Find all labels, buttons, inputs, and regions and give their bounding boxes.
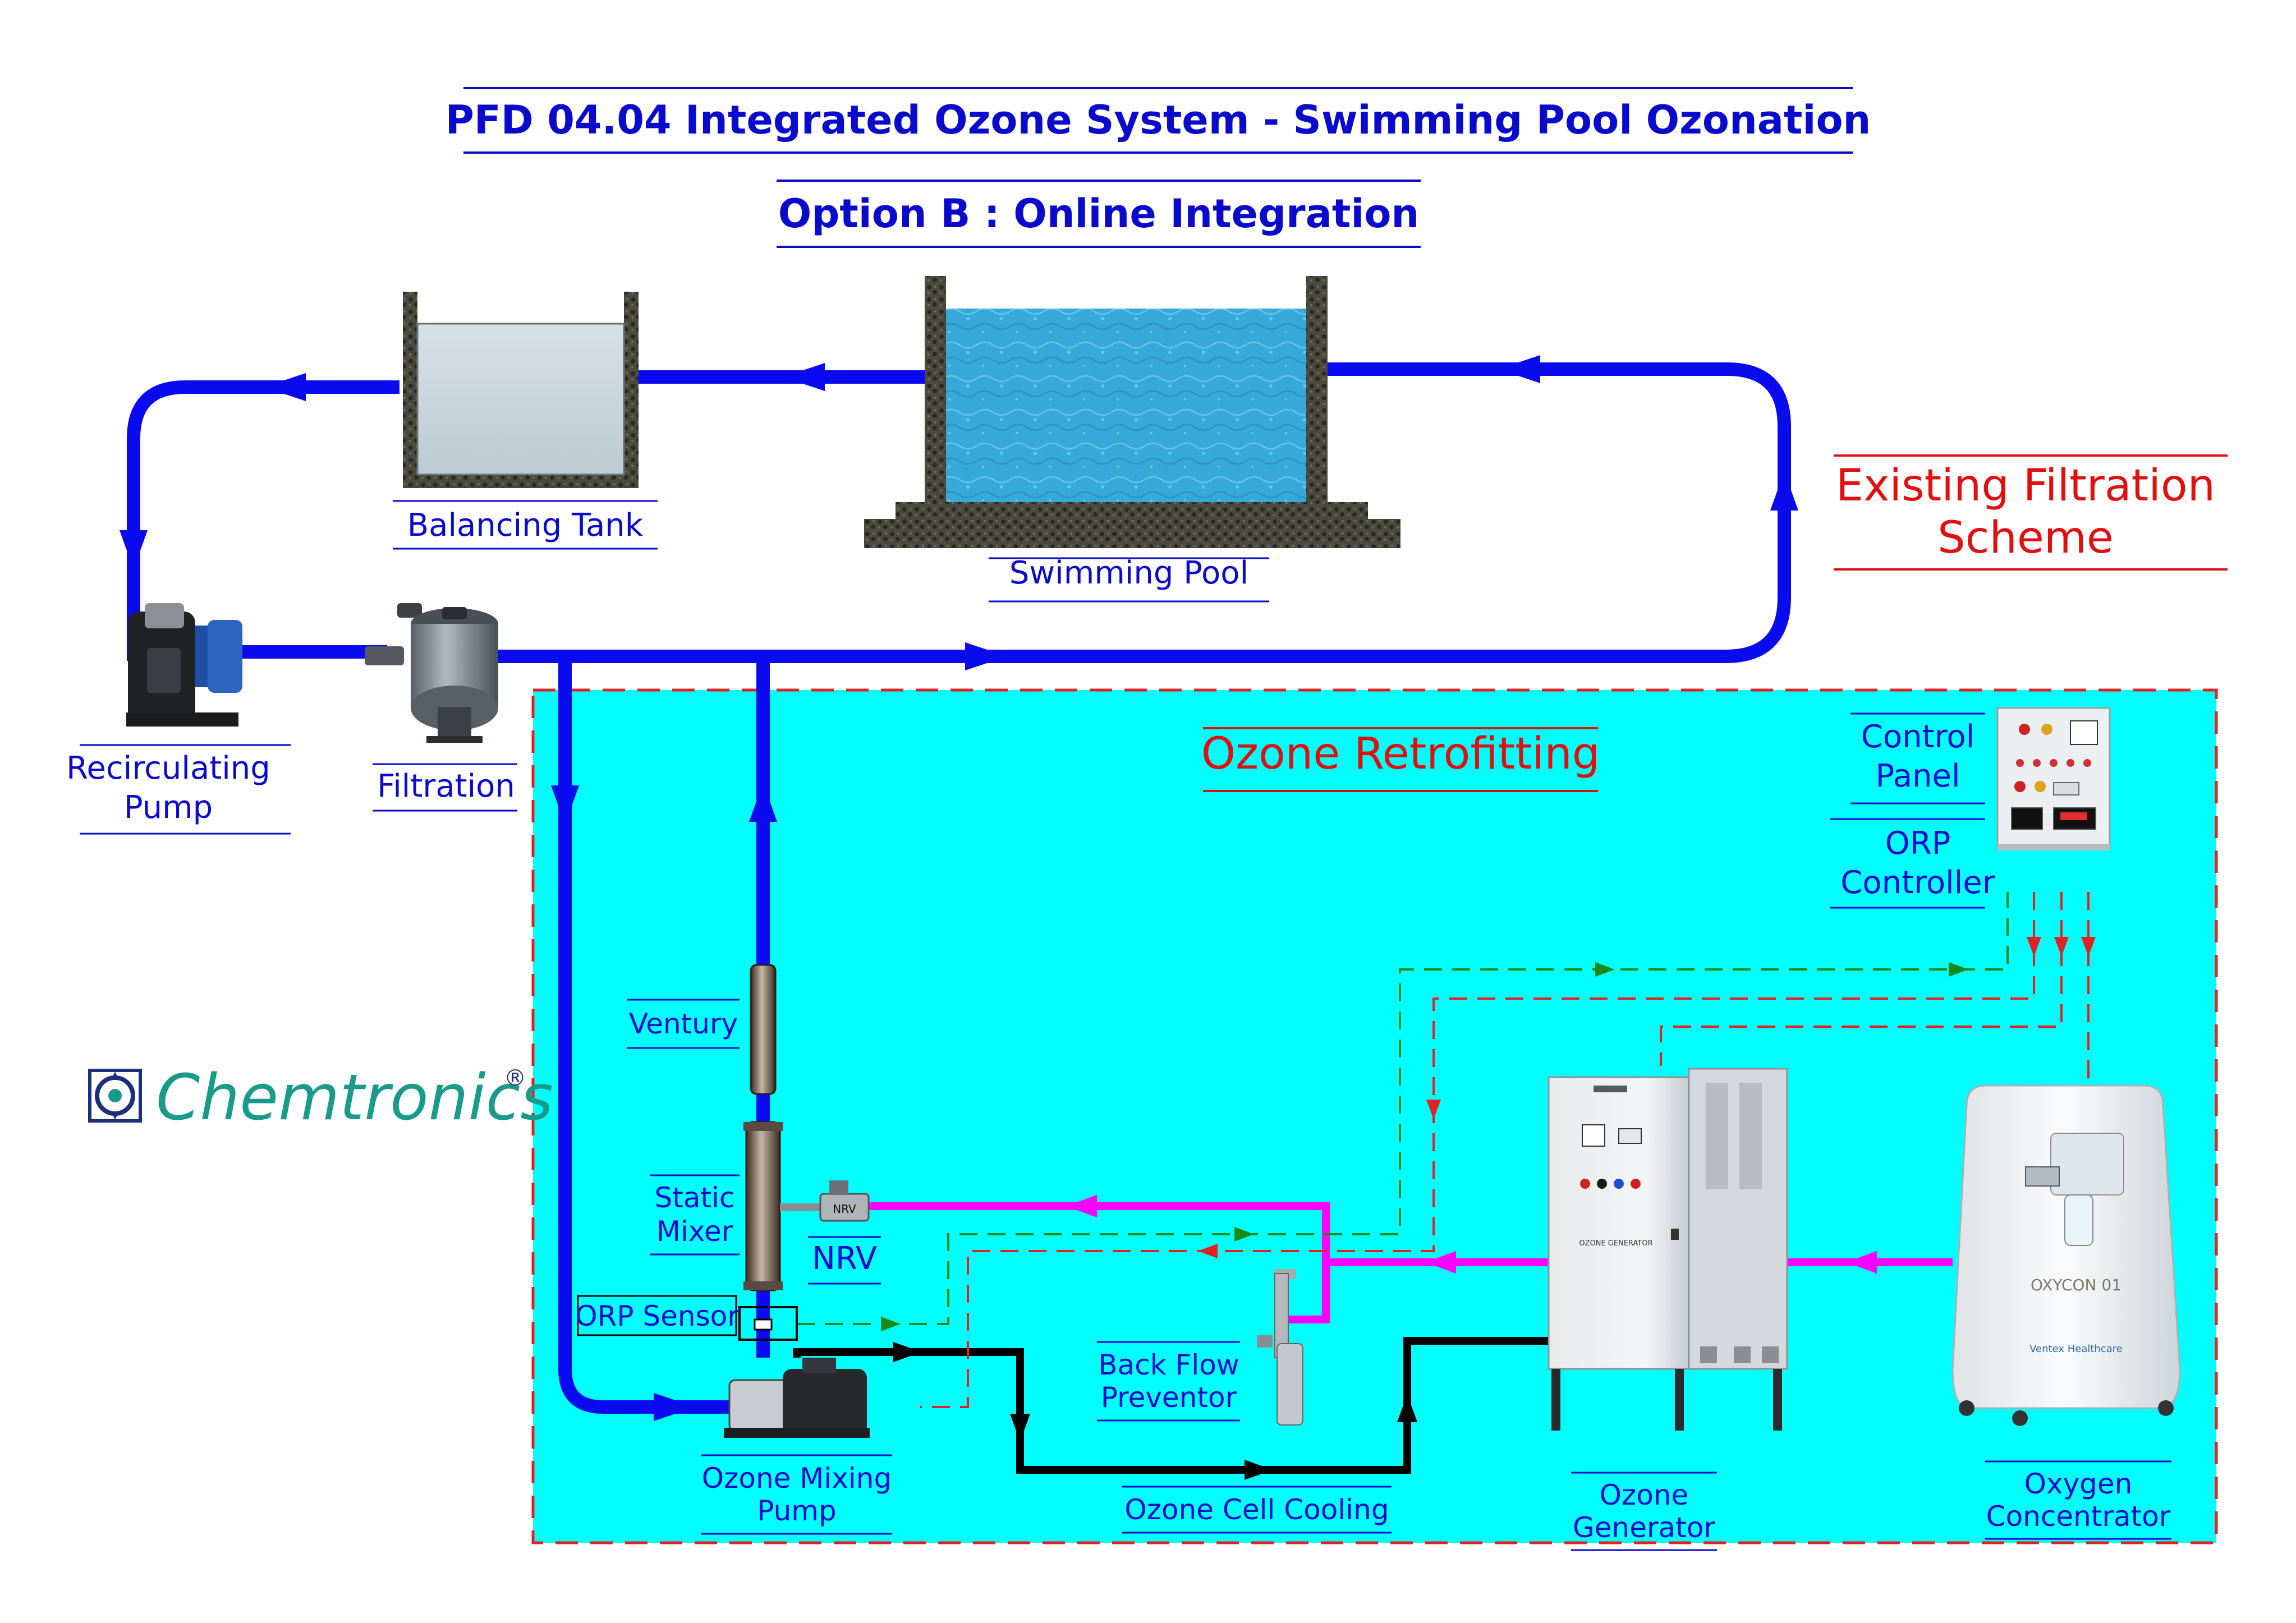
arrow-down-icon: [1010, 1414, 1030, 1442]
control-panel: [1996, 707, 2111, 850]
static-mixer: [743, 1121, 783, 1291]
sand-filter: [365, 603, 498, 743]
filtration-label: Filtration: [377, 768, 515, 804]
arrow-left-icon: [1425, 1251, 1456, 1273]
arrow-down-icon: [1426, 1100, 1441, 1119]
flow-arrows: [120, 355, 2096, 1480]
swimming-pool-label: Swimming Pool: [1009, 555, 1248, 591]
balancing-tank-label: Balancing Tank: [407, 507, 644, 544]
arrow-right-icon: [893, 1342, 921, 1362]
orp-sensor: [738, 1306, 798, 1341]
arrow-left-icon: [1066, 1195, 1097, 1217]
arrow-up-icon: [1770, 471, 1798, 511]
control-panel-label-line2: Panel: [1875, 758, 1960, 794]
static-mixer-label-line2: Mixer: [656, 1215, 733, 1248]
back-flow-preventor-label-line2: Preventor: [1101, 1381, 1237, 1414]
back-flow-preventor: [1257, 1269, 1303, 1426]
chemtronics-logo-icon: [88, 1069, 142, 1123]
ozone-generator: OZONE GENERATOR: [1547, 1068, 1788, 1431]
existing-water-loop: [127, 362, 1791, 663]
orp-sensor-label: ORP Sensor: [575, 1300, 739, 1332]
ventury-label: Ventury: [629, 1008, 738, 1040]
arrow-down-icon: [551, 785, 579, 825]
arrow-down-icon: [2054, 937, 2069, 957]
orp-controller-label-line1: ORP: [1885, 825, 1951, 862]
arrow-right-icon: [1595, 962, 1615, 977]
chemtronics-registered-mark: ®: [504, 1065, 526, 1091]
ozone-mixing-pump-label-line2: Pump: [757, 1495, 836, 1527]
arrow-left-icon: [783, 363, 825, 391]
title-block: PFD 04.04 Integrated Ozone System - Swim…: [446, 87, 1871, 248]
arrow-left-icon: [264, 373, 306, 401]
ozone-generator-label-line1: Ozone: [1600, 1479, 1689, 1511]
oxycon-brand-text: OXYCON 01: [2031, 1276, 2121, 1294]
oxygen-concentrator-label-line1: Oxygen: [2024, 1468, 2133, 1500]
nrv-valve: NRV: [780, 1180, 870, 1222]
recirculating-pump: [126, 603, 242, 727]
arrow-right-icon: [1949, 962, 1968, 977]
nrv-label: NRV: [812, 1240, 877, 1277]
ozone-retrofitting-label: Ozone Retrofitting: [1201, 729, 1600, 779]
ozone-cell-cooling-label: Ozone Cell Cooling: [1124, 1493, 1389, 1526]
oxygen-concentrator-label-line2: Concentrator: [1986, 1500, 2171, 1533]
control-panel-label-line1: Control: [1861, 719, 1974, 755]
arrow-right-icon: [965, 642, 1007, 670]
diagram-subtitle: Option B : Online Integration: [778, 191, 1420, 237]
svg-text:Chemtronics: Chemtronics: [156, 1061, 553, 1134]
arrow-left-icon: [1498, 355, 1540, 383]
oxygen-concentrator: OXYCON 01 Ventex Healthcare: [1951, 1084, 2181, 1426]
ozone-generator-label-line2: Generator: [1573, 1511, 1715, 1544]
arrow-down-icon: [120, 530, 148, 569]
balancing-tank: [403, 292, 639, 488]
ozone-mixing-pump: [724, 1358, 870, 1438]
arrow-left-icon: [1198, 1244, 1218, 1258]
existing-scheme-label-line1: Existing Filtration: [1836, 461, 2215, 511]
arrow-up-icon: [1397, 1394, 1417, 1422]
swimming-pool: [864, 276, 1400, 548]
recirculating-pump-label-line1: Recirculating: [66, 750, 270, 787]
arrow-right-icon: [654, 1393, 696, 1421]
ozone-generator-plate-text: OZONE GENERATOR: [1579, 1239, 1652, 1248]
ozone-cell-cooling-line: [793, 1337, 1553, 1474]
ventury: [750, 964, 777, 1095]
orp-controller-label-line2: Controller: [1840, 865, 1995, 901]
arrow-up-icon: [749, 783, 777, 822]
arrow-down-icon: [2081, 937, 2096, 957]
arrow-right-icon: [1245, 1460, 1273, 1480]
chemtronics-logo: Chemtronics ®: [88, 1061, 553, 1134]
arrow-down-icon: [2027, 937, 2041, 957]
nrv-tag-text: NRV: [833, 1202, 856, 1216]
diagram-title: PFD 04.04 Integrated Ozone System - Swim…: [446, 97, 1871, 143]
arrow-right-icon: [1234, 1227, 1254, 1242]
arrow-right-icon: [881, 1317, 901, 1331]
ventex-brand-text: Ventex Healthcare: [2029, 1343, 2123, 1355]
ozone-mixing-pump-label-line1: Ozone Mixing: [702, 1462, 892, 1495]
chemtronics-logo-text: Chemtronics: [156, 1061, 553, 1134]
static-mixer-label-line1: Static: [655, 1181, 735, 1214]
existing-scheme-label-line2: Scheme: [1937, 513, 2114, 563]
control-signal-lines: [797, 892, 2090, 1408]
arrow-left-icon: [1846, 1251, 1877, 1273]
back-flow-preventor-label-line1: Back Flow: [1098, 1349, 1239, 1381]
recirculating-pump-label-line2: Pump: [124, 789, 213, 826]
